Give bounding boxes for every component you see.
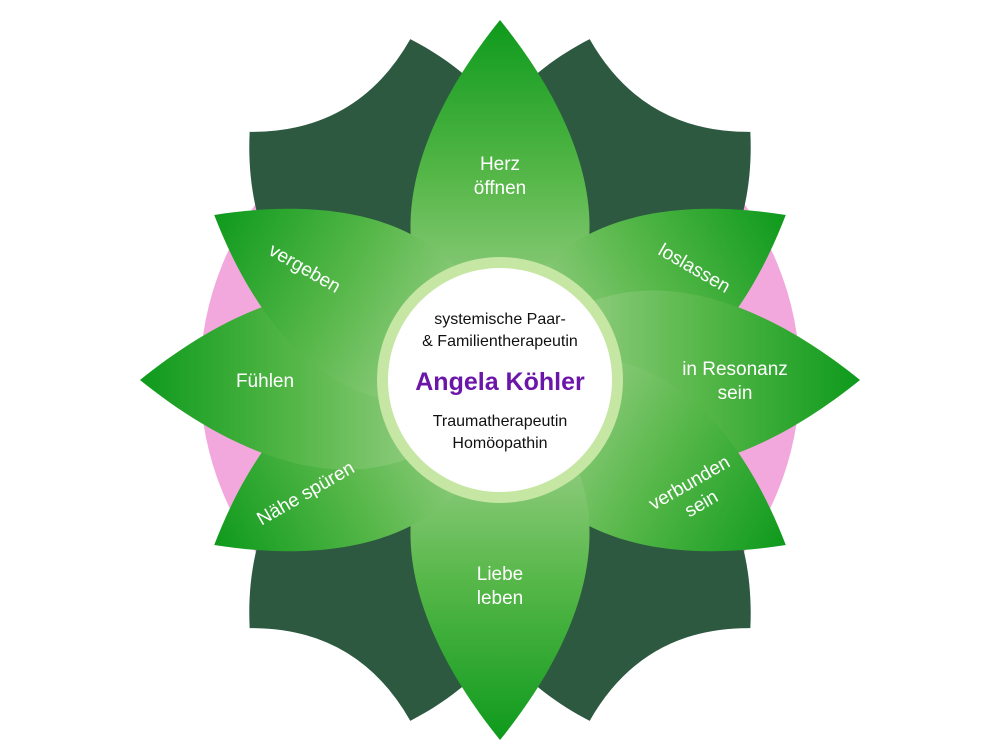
center-line-2: & Familientherapeutin [422, 333, 578, 350]
petal-label-line: öffnen [474, 178, 526, 199]
petal-label-line: leben [477, 588, 524, 609]
center-line-4: Homöopathin [452, 435, 547, 452]
petal-label-fuehlen: Fühlen [236, 371, 294, 392]
center-name: Angela Köhler [415, 368, 585, 396]
center-disc [388, 268, 612, 492]
petal-label-resonanz: in Resonanz sein [682, 359, 788, 404]
petal-label-line: in Resonanz [682, 359, 788, 380]
petal-label-line: Liebe [477, 564, 524, 585]
petal-label-line: Fühlen [236, 371, 294, 392]
center-line-3: Traumatherapeutin [433, 413, 568, 430]
center-line-1: systemische Paar- [434, 311, 566, 328]
petal-label-herz: Herz öffnen [474, 154, 526, 199]
petal-label-liebe: Liebe leben [477, 564, 524, 609]
petal-label-line: sein [718, 383, 753, 404]
petal-label-line: Herz [480, 154, 520, 175]
